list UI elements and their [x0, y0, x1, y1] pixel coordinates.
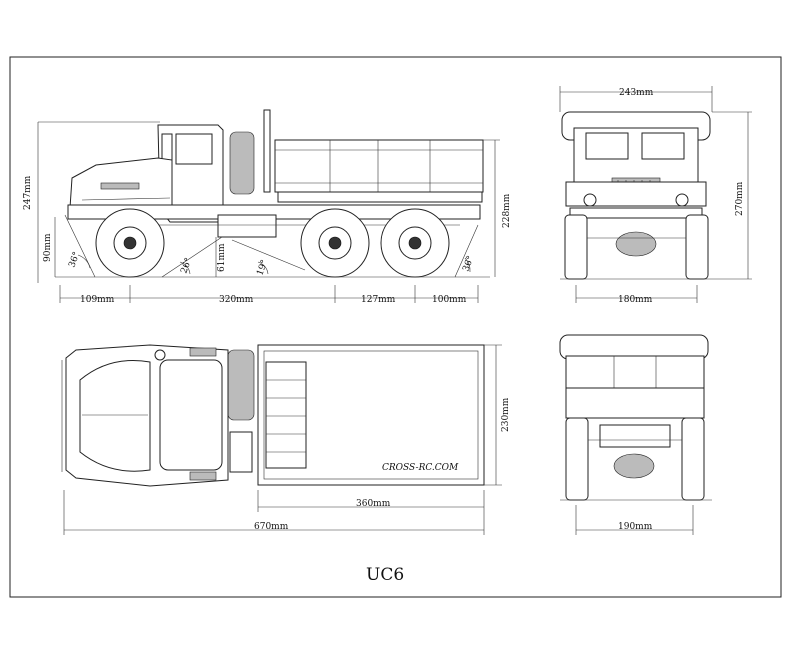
drawing-title: UC6 — [366, 565, 404, 585]
dim-wheelbase-rear: 127mm — [361, 295, 396, 305]
side-wheel-mid — [300, 208, 370, 278]
dim-bed-width: 230mm — [501, 397, 511, 432]
top-view: CROSS-RC.COM — [61, 344, 502, 535]
dim-bed-height: 228mm — [502, 193, 512, 228]
rear-view — [559, 334, 712, 535]
dim-length-total: 670mm — [254, 522, 289, 532]
dim-height-front: 270mm — [735, 181, 745, 216]
dim-track-rear: 190mm — [618, 522, 653, 532]
side-wheel-rear — [380, 208, 450, 278]
side-view — [37, 109, 500, 303]
dim-angle-breakover-rear: 19° — [255, 259, 270, 277]
dim-angle-front: 36° — [67, 251, 82, 269]
dim-angle-breakover-front: 26° — [179, 257, 194, 275]
dim-width-front: 243mm — [619, 88, 654, 98]
dim-wheelbase-front: 320mm — [219, 295, 254, 305]
front-view — [559, 86, 752, 303]
dim-front-overhang: 109mm — [80, 295, 115, 305]
side-wheel-front — [95, 208, 165, 278]
bed-brand-text: CROSS-RC.COM — [382, 463, 459, 473]
dim-hitch-height: 61mm — [217, 243, 227, 272]
dim-track-front: 180mm — [618, 295, 653, 305]
dim-bed-length: 360mm — [356, 499, 391, 509]
dim-height-total: 247mm — [23, 175, 33, 210]
dim-ground-clearance: 90mm — [43, 233, 53, 262]
dim-rear-overhang: 100mm — [432, 295, 467, 305]
drawing-frame — [9, 56, 782, 598]
